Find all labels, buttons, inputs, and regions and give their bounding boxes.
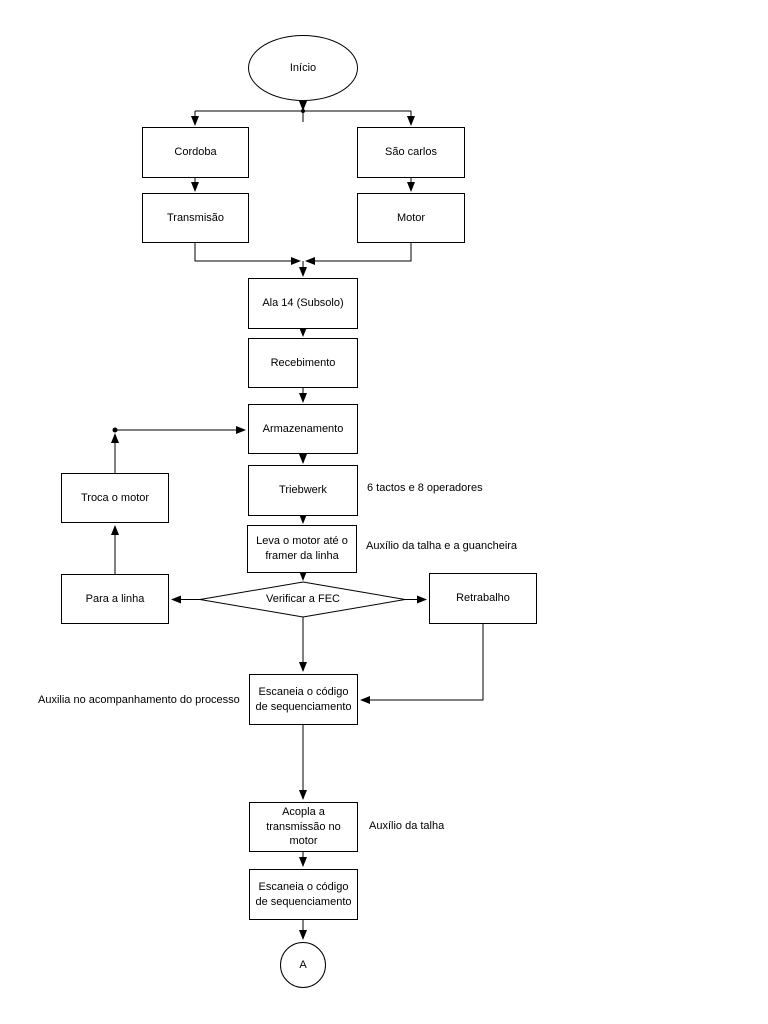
- node-label: Leva o motor até o framer da linha: [256, 535, 348, 562]
- node-label: Armazenamento: [262, 422, 344, 435]
- node-leva-motor: Leva o motor até o framer da linha: [247, 525, 357, 573]
- edge-retrabalho-escaneia1: [360, 624, 484, 704]
- node-label: Início: [289, 61, 317, 74]
- node-label: Para a linha: [85, 592, 145, 605]
- node-label: Retrabalho: [456, 592, 510, 605]
- node-label: A: [299, 958, 307, 971]
- node-motor: Motor: [357, 193, 465, 243]
- annotation-tactos-operadores: 6 tactos e 8 operadores: [367, 482, 483, 494]
- node-label: Acopla a transmissão no motor: [266, 805, 341, 848]
- node-label: Motor: [396, 211, 426, 224]
- annotation-talha-guancheira: Auxílio da talha e a guancheira: [366, 540, 518, 552]
- node-label: Verificar a FEC: [266, 592, 340, 605]
- node-transmisao: Transmisão: [142, 193, 249, 243]
- node-inicio: Início: [248, 35, 358, 101]
- node-escaneia-codigo-2: Escaneia o código de sequenciamento: [249, 869, 358, 920]
- node-label: Troca o motor: [80, 491, 150, 504]
- annotation-auxilio-talha: Auxílio da talha: [369, 820, 445, 832]
- node-verificar-fec: Verificar a FEC: [235, 589, 371, 610]
- node-label: São carlos: [385, 146, 437, 159]
- node-retrabalho: Retrabalho: [429, 573, 537, 624]
- node-label: Ala 14 (Subsolo): [262, 297, 344, 310]
- node-cordoba: Cordoba: [142, 127, 249, 178]
- node-sao-carlos: São carlos: [357, 127, 465, 178]
- edge-transmisao-merge: [194, 243, 301, 265]
- edge-motor-merge: [305, 243, 412, 265]
- node-label: Escaneia o código de sequenciamento: [255, 685, 352, 713]
- node-triebwerk: Triebwerk: [248, 465, 358, 516]
- node-armazenamento: Armazenamento: [248, 404, 358, 454]
- node-acopla-transmissao: Acopla a transmissão no motor: [249, 802, 358, 852]
- node-label: Escaneia o código de sequenciamento: [255, 880, 352, 908]
- node-recebimento: Recebimento: [248, 338, 358, 388]
- node-label: Transmisão: [166, 211, 225, 224]
- node-escaneia-codigo-1: Escaneia o código de sequenciamento: [249, 674, 358, 725]
- node-para-linha: Para a linha: [61, 574, 169, 624]
- node-label: Recebimento: [270, 356, 336, 369]
- node-troca-motor: Troca o motor: [61, 473, 169, 523]
- node-label: Triebwerk: [279, 484, 327, 497]
- node-label: Cordoba: [174, 146, 217, 159]
- node-ala-14-subsolo: Ala 14 (Subsolo): [248, 278, 358, 329]
- annotation-acompanhamento-processo: Auxilia no acompanhamento do processo: [38, 694, 240, 706]
- node-conector-a: A: [280, 942, 326, 988]
